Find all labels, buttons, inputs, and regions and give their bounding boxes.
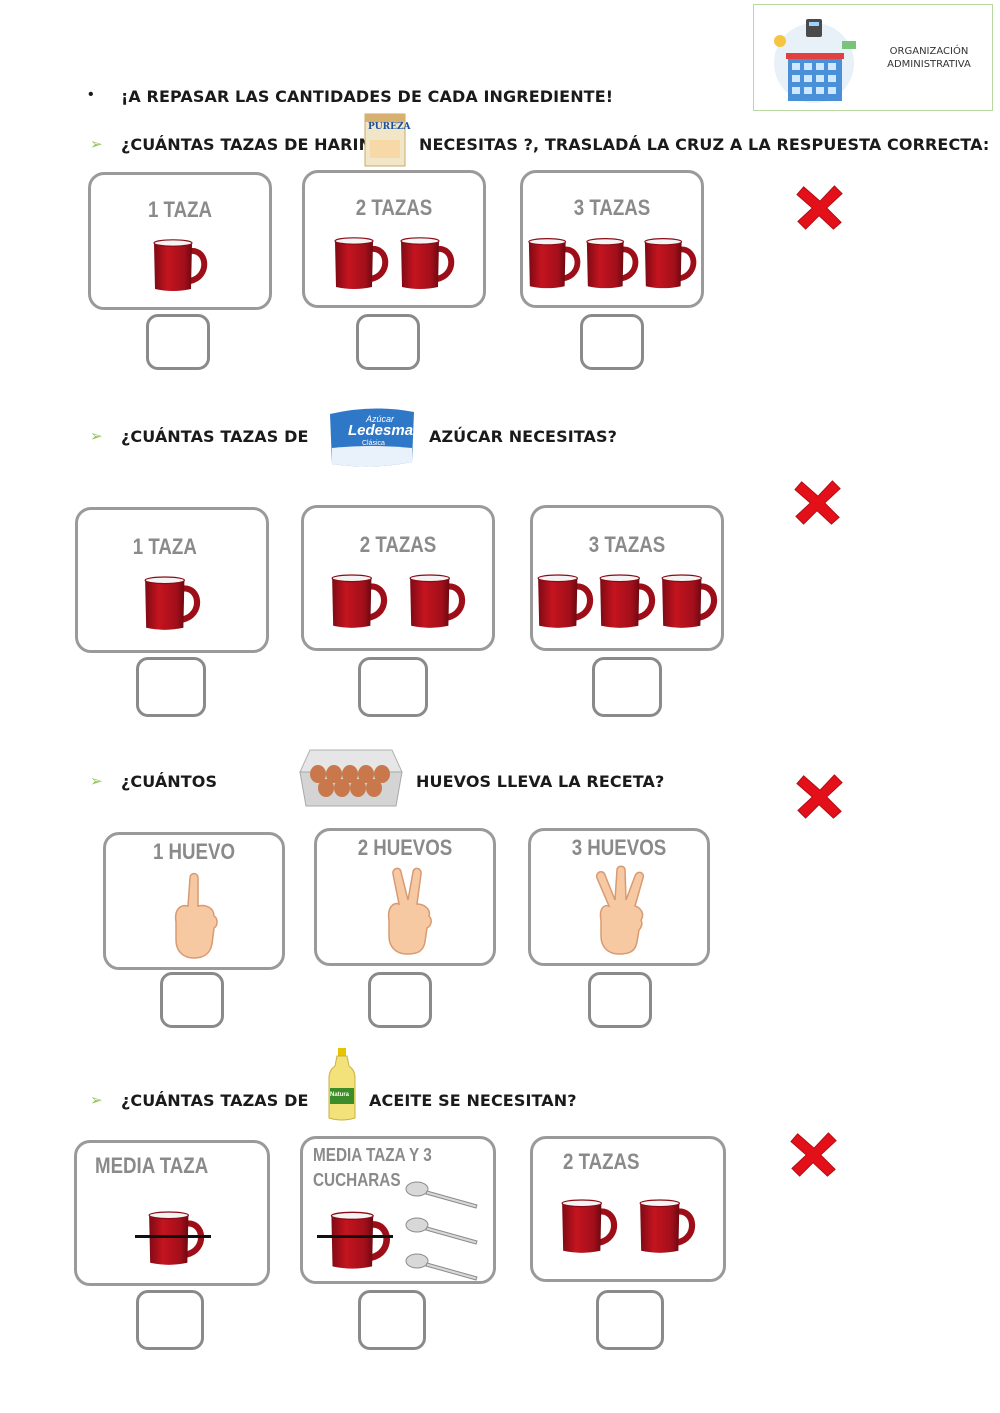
q1-option-2-label: 2 TAZAS [355, 195, 433, 220]
question-2-arrow: ➢ [90, 428, 103, 445]
q2-answer-box-1[interactable] [136, 657, 206, 717]
q2-option-3-mugs [533, 572, 721, 630]
flour-brand: PUREZA [368, 122, 411, 132]
mug-icon [558, 1197, 620, 1255]
logo-box: ORGANIZACIÓN ADMINISTRATIVA [753, 4, 993, 111]
question-3-text-start: ¿CUÁNTOS [121, 772, 218, 791]
question-4-text-end: ACEITE SE NECESITAN? [369, 1091, 577, 1110]
q2-option-3-card: 3 TAZAS [530, 505, 724, 651]
q2-option-1-mugs [78, 574, 266, 632]
q3-option-1-card: 1 HUEVO [103, 832, 285, 970]
q3-option-3-label: 3 HUEVOS [571, 835, 667, 860]
half-cup-line [317, 1235, 393, 1238]
q1-option-1-mugs [91, 237, 269, 293]
q1-option-2-mugs [305, 235, 483, 291]
q1-answer-box-2[interactable] [356, 314, 420, 370]
q2-option-2-mugs [304, 572, 492, 630]
q4-answer-box-2[interactable] [358, 1290, 426, 1350]
question-1-text-start: ¿CUÁNTAS TAZAS DE HARINA [121, 135, 385, 154]
intro-title: ¡A REPASAR LAS CANTIDADES DE CADA INGRED… [121, 87, 614, 106]
hand-three-fingers-icon [595, 865, 645, 955]
question-2-text-start: ¿CUÁNTAS TAZAS DE [121, 427, 309, 446]
q1-answer-box-1[interactable] [146, 314, 210, 370]
q1-draggable-cross-icon[interactable] [796, 183, 844, 231]
mug-icon [406, 572, 468, 630]
logo-text: ORGANIZACIÓN ADMINISTRATIVA [887, 46, 971, 70]
q4-answer-box-3[interactable] [596, 1290, 664, 1350]
mug-icon [150, 237, 210, 293]
q1-option-3-label: 3 TAZAS [573, 195, 651, 220]
mug-icon [525, 235, 583, 291]
sugar-brand: Ledesma [348, 422, 414, 439]
question-1-text-end: NECESITAS ?, TRASLADÁ LA CRUZ A LA RESPU… [419, 135, 990, 154]
q4-draggable-cross-icon[interactable] [790, 1130, 838, 1178]
mug-icon [397, 235, 457, 291]
q4-option-3-mugs [533, 1197, 723, 1255]
sugar-variant: Clásica [362, 440, 385, 447]
q2-answer-box-3[interactable] [592, 657, 662, 717]
q1-option-3-mugs [523, 235, 701, 291]
q3-option-1-label: 1 HUEVO [152, 839, 236, 864]
mug-icon [641, 235, 699, 291]
q3-option-3-card: 3 HUEVOS [528, 828, 710, 966]
q4-option-3-label: 2 TAZAS [563, 1149, 640, 1174]
mug-icon [141, 574, 203, 632]
q2-draggable-cross-icon[interactable] [794, 478, 842, 526]
mug-icon [534, 572, 596, 630]
half-cup-line [135, 1235, 211, 1238]
mug-icon [328, 572, 390, 630]
q2-option-2-card: 2 TAZAS [301, 505, 495, 651]
mug-icon [596, 572, 658, 630]
q4-option-1-label: MEDIA TAZA [95, 1153, 209, 1178]
mug-icon [658, 572, 720, 630]
sugar-package-icon: Azúcar Ledesma Clásica [326, 404, 418, 470]
spoons-icon [405, 1181, 478, 1281]
building-calculator-icon [774, 19, 856, 103]
hand-two-fingers-icon [387, 867, 432, 955]
mug-icon [327, 1209, 393, 1271]
mug-icon [331, 235, 391, 291]
q3-draggable-cross-icon[interactable] [796, 772, 844, 820]
egg-carton-icon [299, 749, 403, 807]
q4-option-2-label: MEDIA TAZA Y 3 CUCHARAS [313, 1145, 432, 1190]
question-3-text-end: HUEVOS LLEVA LA RECETA? [416, 772, 665, 791]
q3-option-2-card: 2 HUEVOS [314, 828, 496, 966]
hand-one-finger-icon [160, 865, 230, 965]
question-2-text-end: AZÚCAR NECESITAS? [429, 427, 618, 446]
q2-option-2-label: 2 TAZAS [359, 532, 437, 557]
mug-icon [636, 1197, 698, 1255]
question-3-arrow: ➢ [90, 773, 103, 790]
intro-bullet: • [88, 86, 94, 103]
question-1-arrow: ➢ [90, 136, 103, 153]
q1-answer-box-3[interactable] [580, 314, 644, 370]
mug-icon [145, 1209, 207, 1267]
question-4-arrow: ➢ [90, 1092, 103, 1109]
question-4-text-start: ¿CUÁNTAS TAZAS DE [121, 1091, 309, 1110]
oil-bottle-icon: Natura [327, 1048, 357, 1122]
q3-answer-box-3[interactable] [588, 972, 652, 1028]
q1-option-1-card: 1 TAZA [88, 172, 272, 310]
q3-answer-box-2[interactable] [368, 972, 432, 1028]
q2-answer-box-2[interactable] [358, 657, 428, 717]
flour-package-icon: PUREZA [362, 110, 411, 168]
q3-option-2-label: 2 HUEVOS [357, 835, 453, 860]
oil-brand: Natura [330, 1092, 350, 1098]
q4-option-1-card: MEDIA TAZA [74, 1140, 270, 1286]
mug-icon [583, 235, 641, 291]
q4-answer-box-1[interactable] [136, 1290, 204, 1350]
q1-option-3-card: 3 TAZAS [520, 170, 704, 308]
q4-option-2-card: MEDIA TAZA Y 3 CUCHARAS [300, 1136, 496, 1284]
q4-option-3-card: 2 TAZAS [530, 1136, 726, 1282]
q2-option-3-label: 3 TAZAS [588, 532, 666, 557]
q1-option-1-label: 1 TAZA [147, 197, 213, 222]
q1-option-2-card: 2 TAZAS [302, 170, 486, 308]
q2-option-1-label: 1 TAZA [132, 534, 197, 559]
sugar-word: Azúcar [366, 414, 395, 424]
q2-option-1-card: 1 TAZA [75, 507, 269, 653]
q3-answer-box-1[interactable] [160, 972, 224, 1028]
